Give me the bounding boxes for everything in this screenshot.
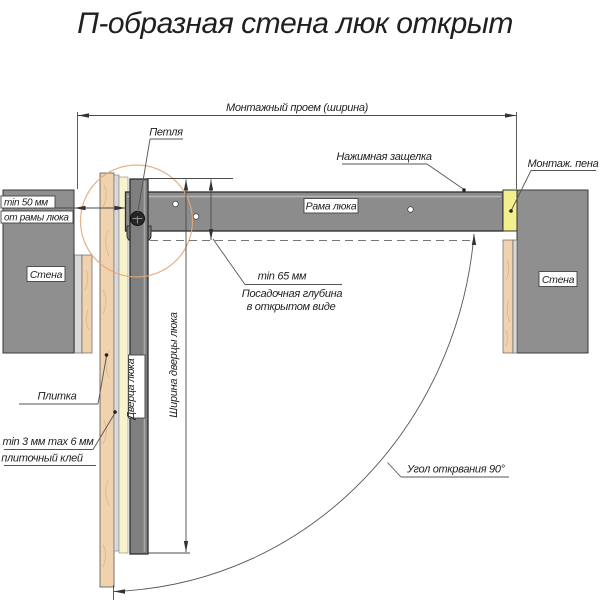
dimension-min50: min 50 мм от рамы люка [0,195,126,224]
dimension-min65: min 65 мм Посадочная глубина в открытом … [208,179,343,313]
opening-width-text: Монтажный проем (ширина) [226,102,369,114]
svg-text:Дверца люка: Дверца люка [125,358,137,420]
label-latch: Нажимная защелка [336,151,466,192]
svg-text:Нажимная защелка: Нажимная защелка [336,151,432,163]
min65-text: min 65 мм [258,271,307,283]
door-panel-layer [118,176,129,554]
right-wall-glue [512,239,518,354]
svg-text:Монтаж. пена: Монтаж. пена [528,158,599,170]
door-swing-arc: Угол открвания 90° [113,233,509,600]
frame-hole [172,200,179,208]
svg-text:min 3 мм max 6 мм: min 3 мм max 6 мм [2,436,94,448]
dimension-opening-width: Монтажный проем (ширина) [77,102,517,189]
right-wall-tile [502,239,514,354]
label-tile: Плитка [19,353,109,405]
label-frame: Рама люка [303,198,359,214]
frame-hole [407,206,414,213]
min50-sub-text: от рамы люка [4,213,69,224]
svg-text:плиточный клей: плиточный клей [1,453,83,465]
svg-text:Плитка: Плитка [38,391,77,403]
min65-sub2-text: в открытом виде [247,301,336,313]
svg-text:Рама люка: Рама люка [306,201,357,213]
min50-text: min 50 мм [4,198,48,209]
label-wall-right: Стена [538,271,578,287]
frame-hole [192,213,200,220]
svg-text:Стена: Стена [542,274,575,286]
page-title: П-образная стена люк открыт [77,7,513,40]
label-wall-left: Стена [26,266,66,282]
min65-sub1-text: Посадочная глубина [242,288,343,300]
dimension-door-width: Ширина дверцы люка [147,178,233,554]
label-door: Дверца люка [125,354,146,420]
svg-text:Стена: Стена [30,269,63,281]
left-wall-glue [74,254,83,354]
label-tile-glue: min 3 мм max 6 мм плиточный клей [1,410,117,466]
label-hinge: Петля [135,127,183,217]
detail-circle [79,164,194,278]
door-width-text: Ширина дверцы люка [168,312,180,418]
door-glue-layer [113,174,120,552]
opening-angle-text: Угол открвания 90° [406,464,506,476]
label-foam: Монтаж. пена [509,158,599,213]
svg-text:Петля: Петля [149,127,183,139]
left-wall-tile [81,254,93,354]
